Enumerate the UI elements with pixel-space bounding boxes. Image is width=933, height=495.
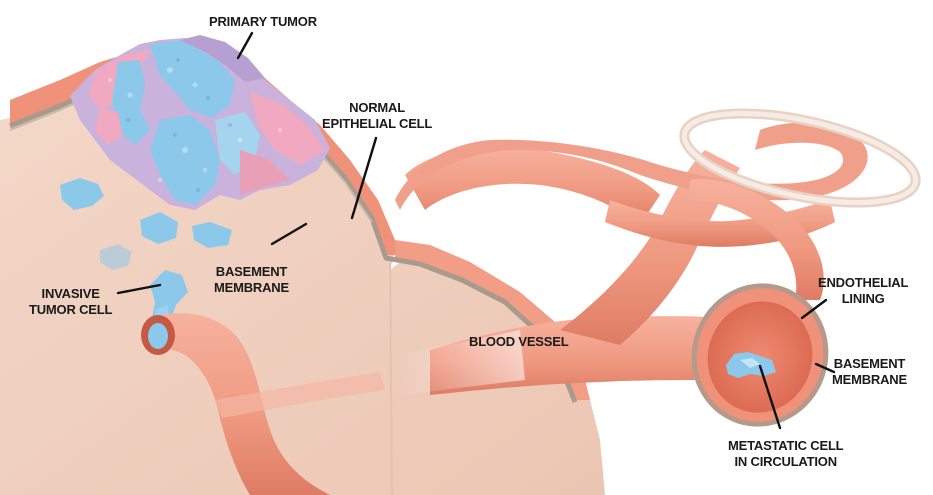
label-metastatic-cell: METASTATIC CELL IN CIRCULATION bbox=[728, 438, 843, 470]
label-primary-tumor: PRIMARY TUMOR bbox=[209, 14, 317, 30]
label-basement-membrane-left: BASEMENT MEMBRANE bbox=[214, 264, 289, 296]
leader-primary-tumor bbox=[238, 33, 252, 58]
label-invasive-tumor-cell: INVASIVE TUMOR CELL bbox=[29, 286, 112, 318]
label-endothelial-lining: ENDOTHELIAL LINING bbox=[818, 275, 908, 307]
blood-vessel bbox=[395, 96, 923, 395]
label-normal-epithelial-cell: NORMAL EPITHELIAL CELL bbox=[322, 100, 432, 132]
label-blood-vessel: BLOOD VESSEL bbox=[469, 334, 568, 350]
label-basement-membrane-right: BASEMENT MEMBRANE bbox=[832, 356, 907, 388]
